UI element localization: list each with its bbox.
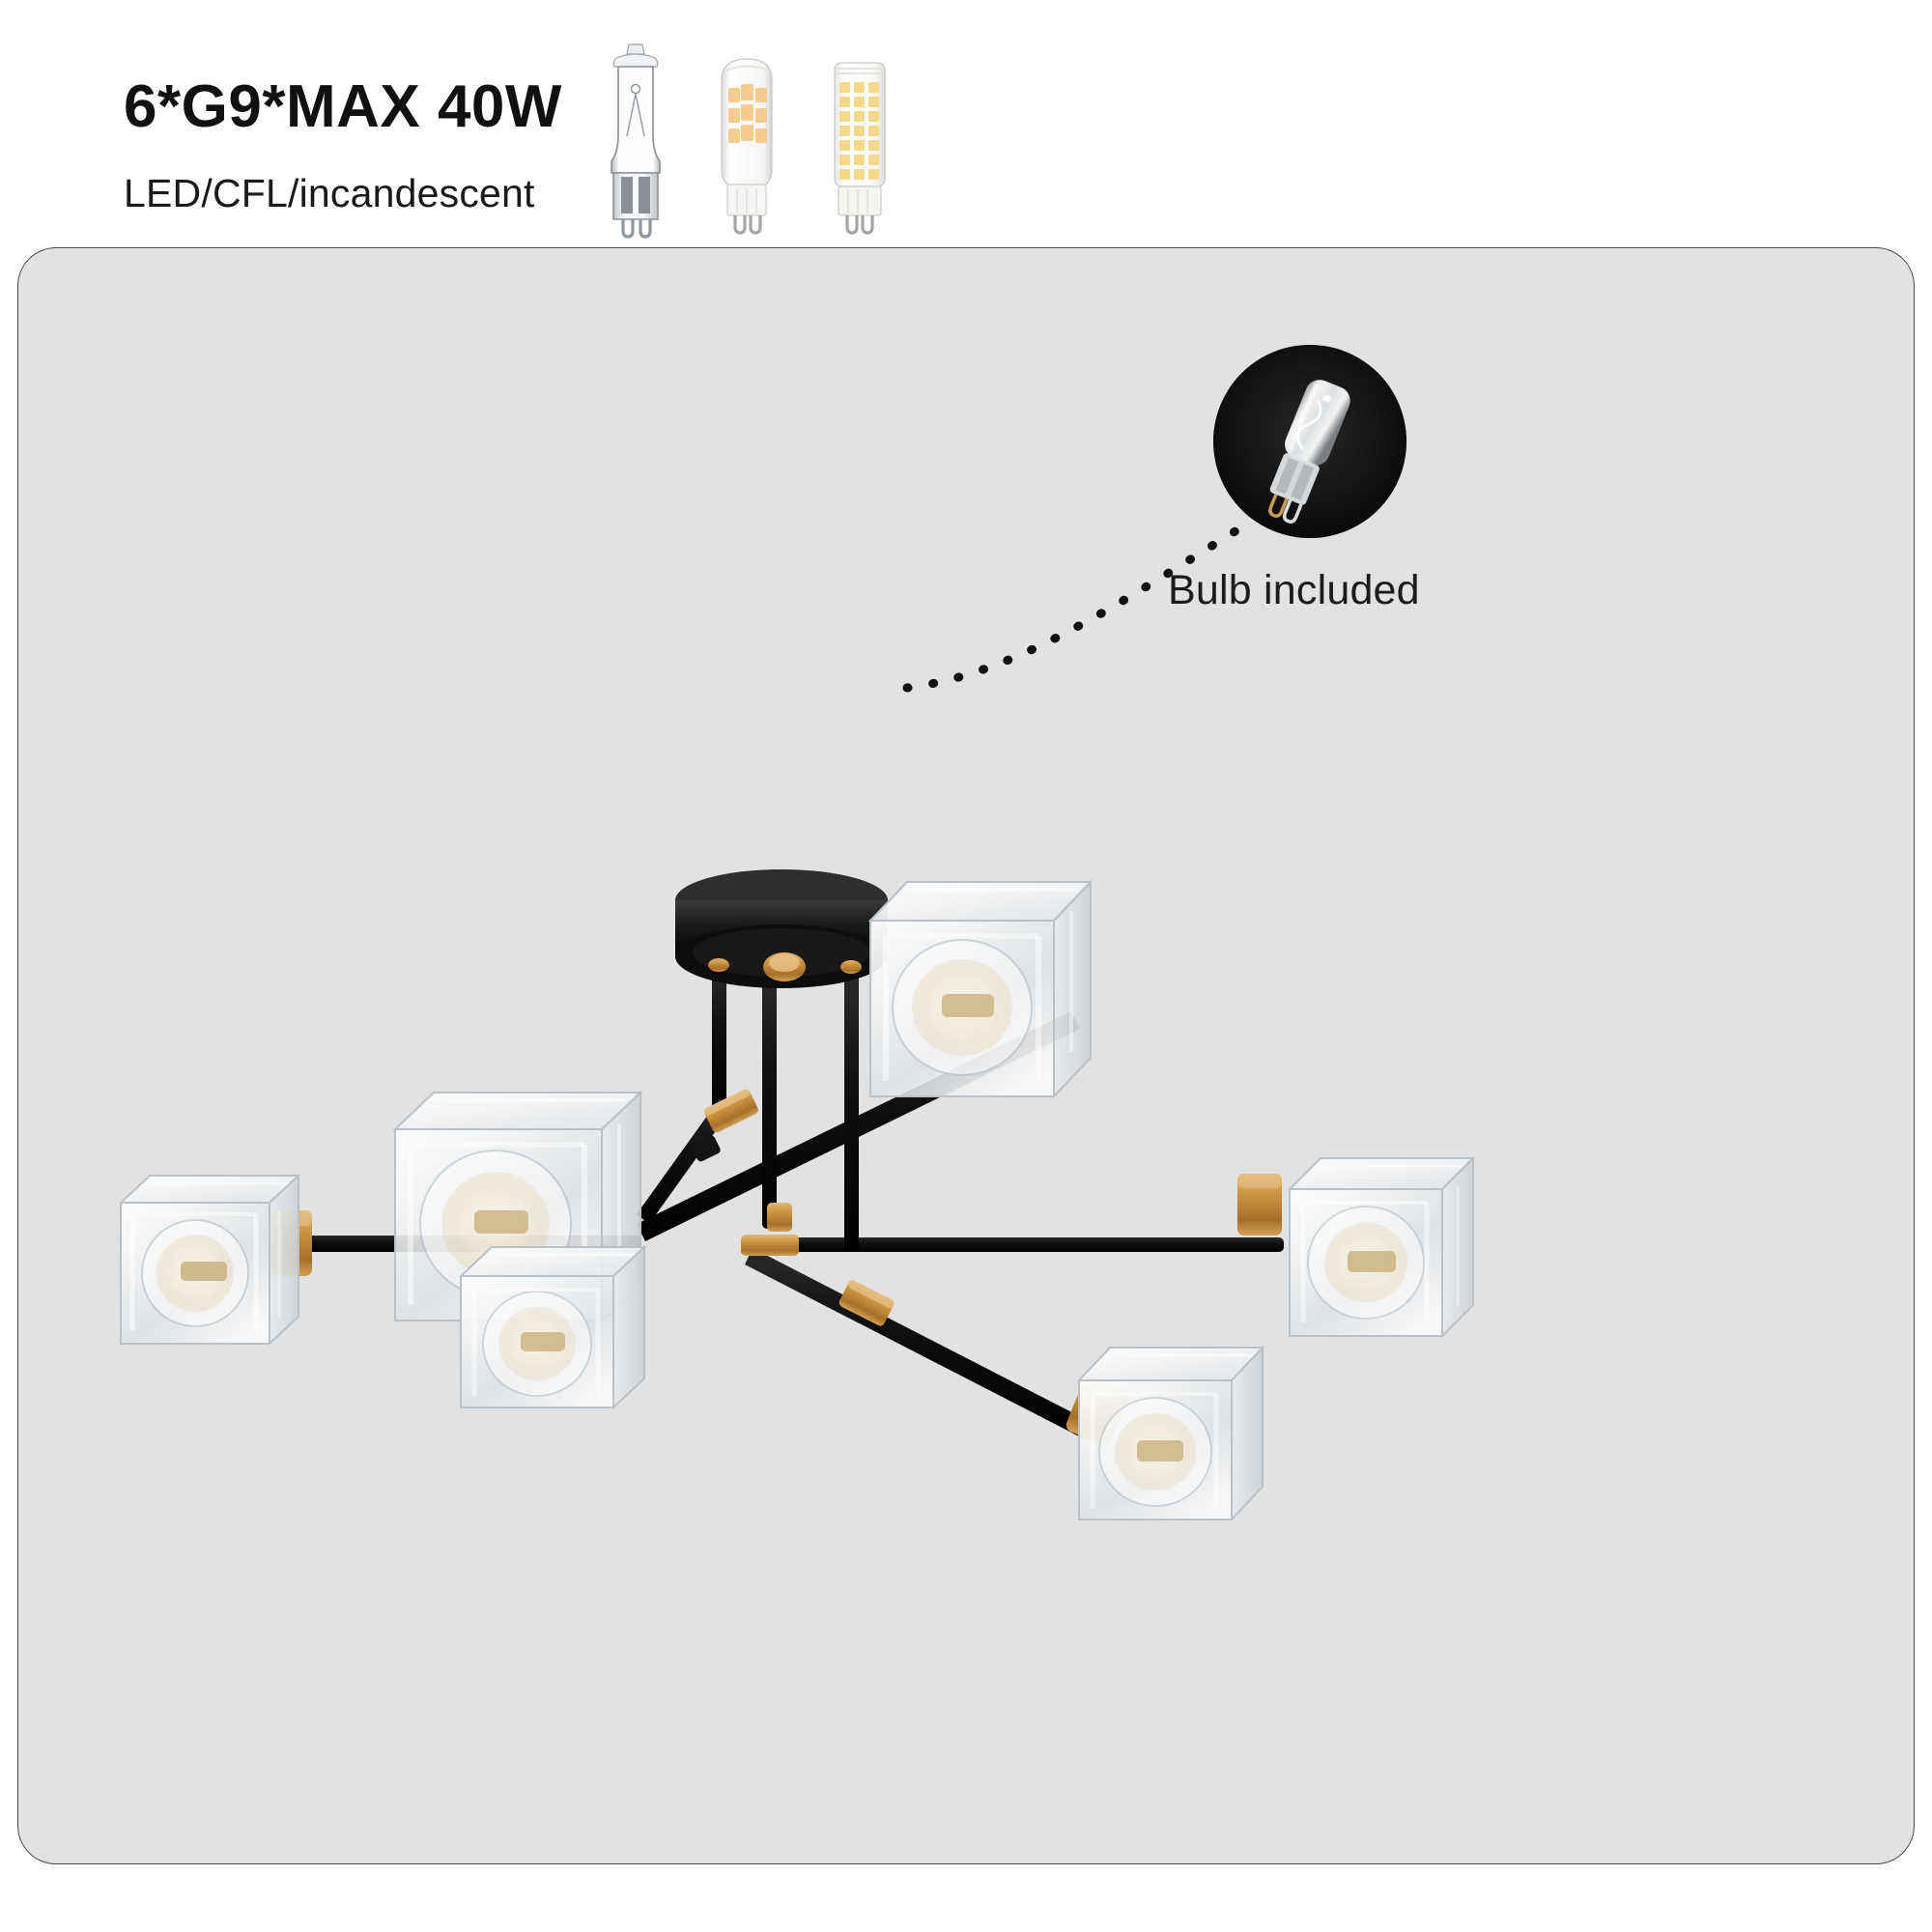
crystal-shade-lower-left [458, 1244, 647, 1410]
chandelier-fixture [18, 248, 1914, 1863]
product-image-panel: Bulb included [17, 247, 1915, 1864]
compatible-bulb-strip [589, 29, 918, 242]
g9-led-corn-bulb-icon [819, 43, 900, 242]
crystal-shade-right [1237, 1155, 1476, 1339]
spec-header: 6*G9*MAX 40W LED/CFL/incandescent [124, 75, 626, 216]
bulb-included-label: Bulb included [1168, 567, 1420, 613]
g9-led-frosted-capsule-bulb-icon [704, 43, 789, 242]
g9-halogen-clear-bulb-icon [589, 39, 682, 242]
page-title: 6*G9*MAX 40W [124, 73, 562, 140]
bulb-included-inset [1213, 345, 1406, 538]
crystal-shade-bottom-right [1065, 1345, 1265, 1522]
crystal-shade-left [118, 1173, 312, 1347]
bulb-type-subtitle: LED/CFL/incandescent [124, 171, 535, 216]
crystal-shade-upper-right [867, 879, 1094, 1099]
